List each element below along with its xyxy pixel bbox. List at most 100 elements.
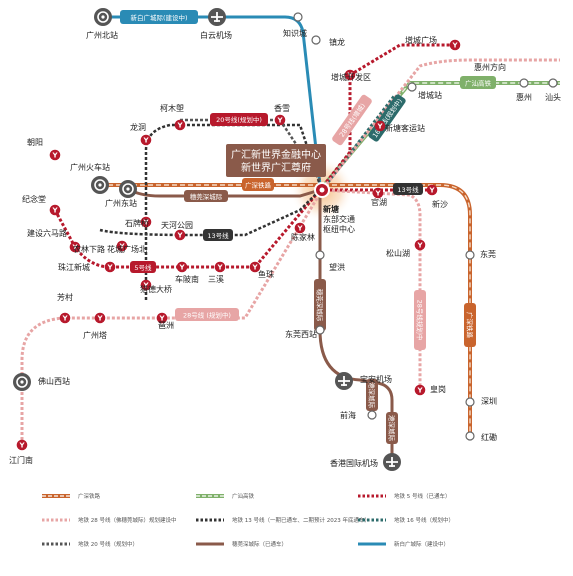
svg-text:Y: Y bbox=[51, 207, 58, 215]
stn-qianhai: 前海 bbox=[340, 410, 356, 420]
badge-line28-vert: 28号线规划中 bbox=[414, 290, 426, 350]
stn-zengcheng-stn: 增城站 bbox=[418, 90, 442, 100]
zengcheng-square-metro-icon: Y bbox=[449, 39, 461, 51]
shipaiqiao-metro-icon: Y bbox=[140, 216, 152, 228]
badge-line13-b: 13号线 bbox=[393, 183, 423, 195]
songshanhu-metro-icon: Y bbox=[414, 239, 426, 251]
badge-guanshen-rail: 广深铁路 bbox=[242, 178, 274, 191]
svg-text:13号线: 13号线 bbox=[207, 231, 229, 240]
svg-text:穗莞深城际: 穗莞深城际 bbox=[316, 289, 325, 322]
svg-text:Y: Y bbox=[51, 152, 58, 160]
stn-chaoyang: 朝阳 bbox=[27, 138, 43, 147]
badge-gangshen-b: 港深城际 bbox=[386, 412, 398, 444]
svg-text:28号线 (规划中): 28号线 (规划中) bbox=[183, 311, 231, 320]
svg-text:新白广城际(建设中): 新白广城际(建设中) bbox=[130, 13, 187, 22]
stn-hk-airport: 香港国际机场 bbox=[330, 458, 378, 468]
liede-metro-icon: Y bbox=[140, 279, 152, 291]
svg-text:穗莞深城际（已通车）: 穗莞深城际（已通车） bbox=[232, 540, 287, 548]
zhenlong-stop bbox=[311, 35, 321, 45]
huizhou-stop bbox=[519, 78, 529, 88]
svg-text:新白广城际（建设中）: 新白广城际（建设中） bbox=[394, 540, 449, 548]
stn-nonglin: 农林下路 bbox=[73, 244, 105, 254]
stn-jinian: 纪念堂 bbox=[22, 194, 46, 204]
stn-dongguan-west: 东莞西站 bbox=[285, 329, 317, 339]
stn-zengcheng-dev: 增城开发区 bbox=[331, 72, 371, 82]
hk-airport-icon bbox=[383, 453, 401, 471]
stn-yuzhu: 鱼珠 bbox=[258, 269, 274, 279]
stn-jianshe6: 建设六马路 bbox=[27, 228, 67, 238]
badge-line28: 28号线 (规划中) bbox=[175, 308, 239, 321]
huacheng-metro-icon: Y bbox=[116, 240, 128, 252]
svg-text:地铁 20 号线（规划中）: 地铁 20 号线（规划中） bbox=[78, 540, 138, 548]
svg-text:广汕高铁: 广汕高铁 bbox=[465, 79, 492, 88]
svg-text:Y: Y bbox=[176, 122, 183, 130]
yuzhu-metro-icon: Y bbox=[249, 261, 261, 273]
mumuyu-metro-icon: Y bbox=[174, 119, 186, 131]
svg-text:港深城际: 港深城际 bbox=[388, 415, 397, 442]
chenjialin-metro-icon: Y bbox=[294, 222, 306, 234]
stn-liede: 猎德大桥 bbox=[140, 284, 172, 294]
dongguan-west-stop bbox=[315, 325, 325, 335]
jinian-metro-icon: Y bbox=[49, 204, 61, 216]
line-28-south bbox=[321, 188, 422, 390]
svg-text:港深城际: 港深城际 bbox=[368, 382, 377, 409]
svg-text:广深铁路: 广深铁路 bbox=[78, 492, 101, 500]
stn-pazhou: 琶洲 bbox=[158, 321, 174, 330]
legend-item: 地铁 16 号线（规划中） bbox=[358, 516, 454, 524]
stn-baiyun-airport: 白云机场 bbox=[200, 30, 232, 40]
badge-gangshen-a: 港深城际 bbox=[366, 379, 378, 411]
stn-sanxi: 三溪 bbox=[208, 274, 224, 284]
guangzhou-rail-icon bbox=[91, 176, 109, 194]
svg-text:地铁 16 号线（规划中）: 地铁 16 号线（规划中） bbox=[394, 516, 454, 524]
stn-tianhe-park: 天河公园 bbox=[161, 220, 193, 230]
legend-item: 地铁 28 号线（佛穗莞城际）规划建设中 bbox=[42, 516, 177, 524]
svg-text:Y: Y bbox=[416, 242, 423, 250]
svg-text:28号线(增城): 28号线(增城) bbox=[337, 101, 367, 138]
dongguan-stop bbox=[465, 250, 475, 260]
shantou-stop bbox=[548, 78, 558, 88]
svg-text:Y: Y bbox=[178, 264, 185, 272]
stn-chebei: 车陂南 bbox=[175, 274, 199, 284]
svg-text:Y: Y bbox=[216, 264, 223, 272]
stn-longdong: 龙洞 bbox=[130, 122, 146, 132]
title-line1: 广汇新世界金融中心 bbox=[231, 148, 321, 161]
stn-huacheng: 花城广场北 bbox=[107, 244, 147, 254]
hub-marker bbox=[314, 182, 330, 198]
svg-text:Y: Y bbox=[176, 232, 183, 240]
stn-shenzhen: 深圳 bbox=[481, 396, 497, 406]
legend-item: 地铁 13 号线（一期已通车、二期预计 2023 年底通车） bbox=[196, 516, 370, 524]
title-line2: 新世界广汇尊府 bbox=[241, 161, 311, 174]
badge-guangshan: 广汕高铁 bbox=[460, 76, 496, 89]
pazhou-metro-icon: Y bbox=[156, 312, 168, 324]
zengcheng-dev-metro-icon: Y bbox=[344, 69, 356, 81]
svg-text:Y: Y bbox=[451, 42, 458, 50]
stn-xinsha: 新沙 bbox=[432, 199, 448, 209]
stn-shipaiqiao: 石牌桥 bbox=[125, 218, 149, 228]
line-suiguanshen bbox=[127, 187, 394, 460]
stn-guanhu: 官湖 bbox=[371, 197, 387, 207]
stn-mumuyu: 柯木塱 bbox=[160, 103, 184, 113]
stn-dongguan: 东莞 bbox=[480, 249, 496, 259]
svg-text:5号线: 5号线 bbox=[134, 263, 152, 272]
legend-item: 穗莞深城际（已通车） bbox=[196, 540, 287, 548]
svg-text:Y: Y bbox=[118, 243, 125, 251]
badge-line13-a: 13号线 bbox=[203, 229, 233, 241]
svg-text:20号线(规划中): 20号线(规划中) bbox=[216, 115, 262, 124]
line-13 bbox=[144, 123, 322, 300]
huanggang-metro-icon: Y bbox=[414, 384, 426, 396]
baoan-airport-icon bbox=[335, 372, 353, 390]
stn-huizhou-dir: 惠州方向 bbox=[474, 62, 506, 72]
svg-text:Y: Y bbox=[61, 315, 68, 323]
svg-text:Y: Y bbox=[428, 187, 435, 195]
stn-guangzhou-rail: 广州火车站 bbox=[70, 162, 110, 172]
hub-sub1: 东部交通 bbox=[323, 214, 355, 224]
canton-tower-metro-icon: Y bbox=[94, 312, 106, 324]
svg-text:Y: Y bbox=[106, 264, 113, 272]
stn-hongkan: 红磡 bbox=[481, 432, 497, 442]
svg-text:Y: Y bbox=[296, 225, 303, 233]
svg-text:Y: Y bbox=[346, 72, 353, 80]
guangzhou-east-icon bbox=[119, 180, 137, 198]
stn-xintang-passenger: 新塘客运站 bbox=[385, 123, 425, 133]
svg-text:穗莞深城际: 穗莞深城际 bbox=[190, 192, 223, 201]
